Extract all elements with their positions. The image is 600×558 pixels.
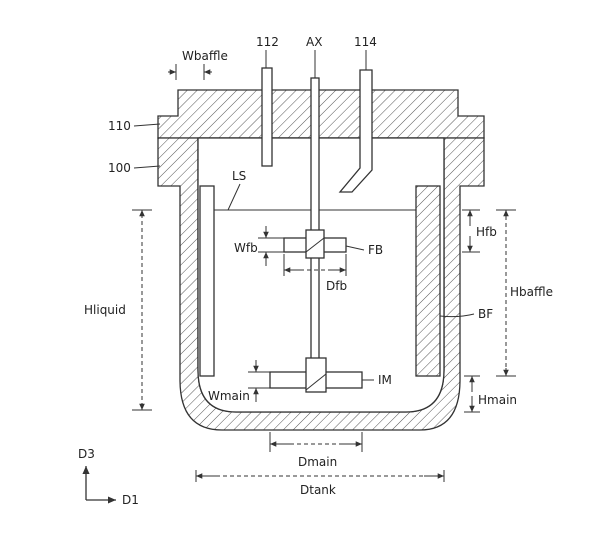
label-112: 112	[256, 35, 279, 49]
label-d3: D3	[78, 447, 95, 461]
label-hbaffle: Hbaffle	[510, 285, 553, 299]
label-im: IM	[378, 373, 392, 387]
label-d1: D1	[122, 493, 139, 507]
label-fb: FB	[368, 243, 383, 257]
label-hmain: Hmain	[478, 393, 517, 407]
label-ax: AX	[306, 35, 322, 49]
label-wfb: Wfb	[234, 241, 258, 255]
lid	[157, 89, 485, 139]
label-dtank: Dtank	[300, 483, 336, 497]
baffle-left	[199, 185, 215, 377]
label-wmain: Wmain	[208, 389, 250, 403]
label-hfb: Hfb	[476, 225, 497, 239]
shaft-ax	[310, 77, 320, 379]
label-ls: LS	[232, 169, 246, 183]
pipe-112	[261, 67, 273, 167]
tank-inner-cavity	[197, 137, 445, 413]
label-hliquid: Hliquid	[84, 303, 126, 317]
baffle-right	[415, 185, 441, 377]
label-100: 100	[108, 161, 131, 175]
label-114: 114	[354, 35, 377, 49]
impeller-im-hub	[305, 357, 327, 393]
label-110: 110	[108, 119, 131, 133]
label-bf: BF	[478, 307, 493, 321]
label-dfb: Dfb	[326, 279, 347, 293]
impeller-fb-hub	[305, 229, 325, 259]
pipe-114	[338, 69, 373, 193]
label-dmain: Dmain	[298, 455, 337, 469]
label-wbaffle: Wbaffle	[182, 49, 228, 63]
